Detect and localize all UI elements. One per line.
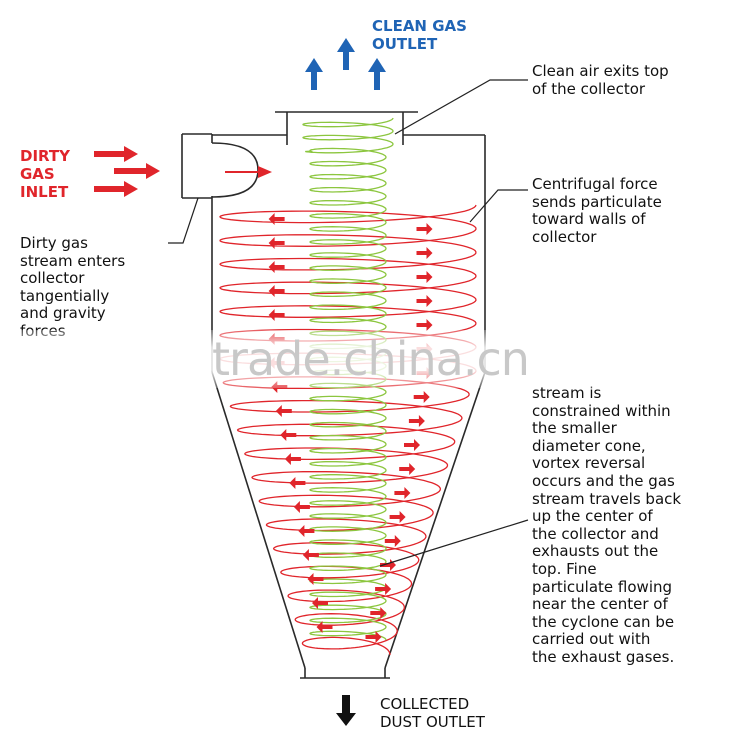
- cyclone-body: [181, 111, 486, 679]
- dirty-gas-inlet-arrows: [94, 146, 160, 197]
- flow-arrow-right: [408, 415, 425, 427]
- flow-arrow-left: [289, 477, 306, 489]
- collected-dust-outlet-label: COLLECTED DUST OUTLET: [380, 695, 485, 731]
- flow-arrow-right: [389, 511, 406, 523]
- flow-arrow-right: [370, 607, 387, 619]
- flow-arrow-right: [375, 583, 392, 595]
- leader-lines: [168, 79, 529, 567]
- watermark-text: trade.china.cn: [212, 332, 530, 386]
- vortex-description-label: stream is constrained within the smaller…: [532, 384, 682, 666]
- flow-arrow-left: [293, 501, 310, 513]
- flow-arrow-left: [298, 525, 315, 537]
- flow-arrow-left: [302, 549, 319, 561]
- flow-arrow-right: [416, 223, 433, 235]
- flow-arrow-left: [268, 285, 285, 297]
- inlet-arrow-3: [94, 181, 138, 197]
- leader-clean-air: [394, 79, 528, 135]
- flow-arrow-left: [268, 261, 285, 273]
- outer-vortex-spiral: [219, 204, 477, 656]
- flow-arrow-left: [280, 429, 297, 441]
- flow-arrow-left: [268, 237, 285, 249]
- dust-outlet-arrow: [336, 695, 356, 726]
- dirty-gas-stream-label: Dirty gas stream enters collector tangen…: [20, 234, 126, 339]
- inlet-arrow-2: [114, 163, 160, 179]
- flow-arrow-right: [399, 463, 416, 475]
- flow-arrow-right: [404, 439, 420, 451]
- flow-arrow-right: [416, 295, 433, 307]
- leader-vortex: [379, 519, 529, 567]
- outlet-arrow-left: [305, 58, 323, 90]
- clean-gas-outlet-label: CLEAN GAS OUTLET: [372, 17, 467, 53]
- clean-gas-outlet-arrows: [305, 38, 386, 90]
- inlet-flow-arrow: [225, 166, 272, 178]
- outlet-arrow-right: [368, 58, 386, 90]
- flow-arrow-right: [416, 319, 433, 331]
- flow-arrow-left: [307, 573, 324, 585]
- clean-air-exits-label: Clean air exits top of the collector: [532, 62, 669, 98]
- flow-arrow-right: [365, 631, 382, 643]
- watermark-banner: [0, 330, 750, 388]
- flow-arrow-left: [268, 309, 285, 321]
- dirty-gas-inlet-label: DIRTY GAS INLET: [20, 147, 71, 201]
- outlet-arrow-middle: [337, 38, 355, 70]
- leader-centrifugal: [469, 189, 528, 223]
- flow-arrow-right: [416, 247, 433, 259]
- flow-arrow-left: [275, 405, 292, 417]
- flow-arrow-left: [268, 213, 285, 225]
- outer-spiral-path: [219, 204, 477, 656]
- inlet-arrow-1: [94, 146, 138, 162]
- flow-arrow-right: [394, 487, 411, 499]
- flow-arrow-left: [284, 453, 301, 465]
- flow-arrow-right: [416, 271, 433, 283]
- centrifugal-force-label: Centrifugal force sends particulate towa…: [532, 175, 662, 246]
- flow-arrow-left: [312, 597, 328, 609]
- leader-dirty-stream: [168, 197, 199, 244]
- flow-arrow-right: [413, 391, 430, 403]
- flow-arrow-left: [316, 621, 333, 633]
- flow-arrow-right: [384, 535, 401, 547]
